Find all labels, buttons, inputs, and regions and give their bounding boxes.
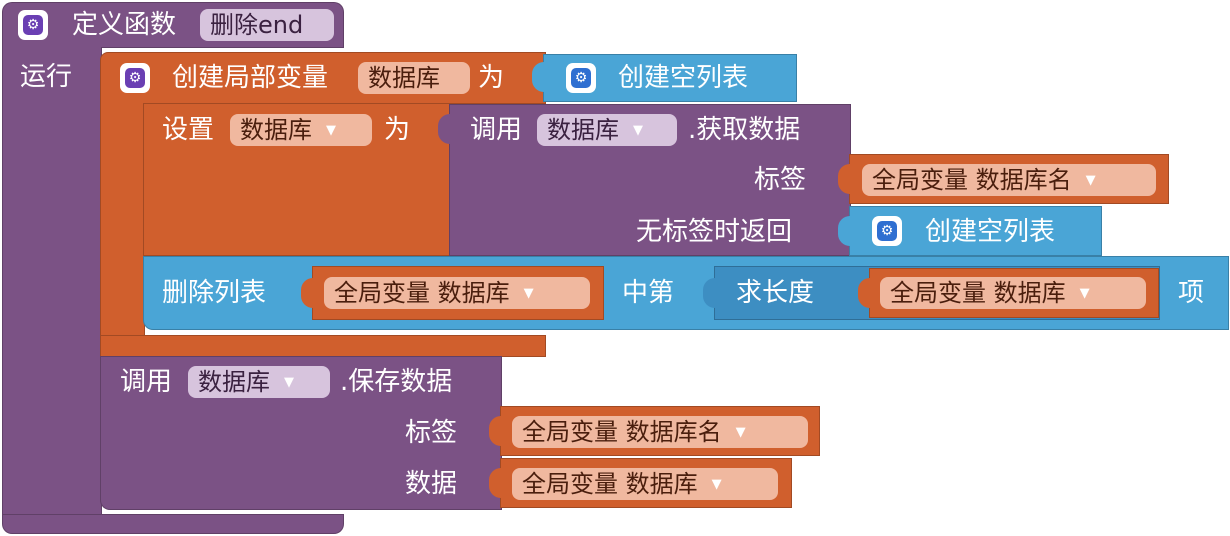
- get-call-label: 调用: [470, 115, 523, 145]
- create-empty-list-label: 创建空列表: [618, 63, 749, 93]
- length-arg-value: 全局变量 数据库: [890, 279, 1066, 307]
- dropdown-caret-icon: ▼: [1079, 286, 1090, 301]
- get-component-name: 数据库: [547, 116, 619, 144]
- store-tag-value: 全局变量 数据库名: [522, 418, 722, 446]
- store-tag-label: 标签: [405, 418, 458, 448]
- set-label: 设置: [162, 115, 215, 145]
- store-component-dropdown[interactable]: 数据库 ▼: [188, 366, 330, 398]
- connector-notch: [489, 468, 501, 498]
- store-value-value: 全局变量 数据库: [522, 470, 698, 498]
- set-to-label: 为: [384, 115, 411, 145]
- connector-notch: [703, 278, 715, 308]
- store-value-global-variable-dropdown[interactable]: 全局变量 数据库 ▼: [512, 468, 778, 500]
- gear-icon[interactable]: ⚙: [872, 216, 902, 246]
- set-variable-dropdown[interactable]: 数据库 ▼: [230, 114, 372, 146]
- gear-icon[interactable]: ⚙: [18, 10, 48, 40]
- get-default-value-label: 创建空列表: [925, 217, 1056, 247]
- local-variable-label: 创建局部变量: [172, 63, 329, 93]
- remove-list-global-variable-dropdown[interactable]: 全局变量 数据库 ▼: [324, 277, 590, 309]
- connector-notch: [438, 114, 450, 144]
- gear-icon[interactable]: ⚙: [120, 63, 150, 93]
- get-tag-global-variable-dropdown[interactable]: 全局变量 数据库名 ▼: [862, 164, 1156, 196]
- local-variable-name-field[interactable]: 数据库: [358, 62, 470, 94]
- dropdown-caret-icon: ▼: [1085, 173, 1096, 188]
- store-value-label: 数据: [405, 469, 458, 499]
- store-tag-global-variable-dropdown[interactable]: 全局变量 数据库名 ▼: [512, 416, 808, 448]
- dropdown-caret-icon: ▼: [284, 375, 294, 390]
- connector-notch: [838, 164, 850, 194]
- length-arg-global-variable-dropdown[interactable]: 全局变量 数据库 ▼: [880, 277, 1146, 309]
- remove-list-value: 全局变量 数据库: [334, 279, 510, 307]
- procedure-define-label: 定义函数: [72, 10, 177, 40]
- connector-notch: [858, 278, 870, 308]
- dropdown-caret-icon: ▼: [711, 477, 722, 492]
- dropdown-caret-icon: ▼: [326, 123, 336, 138]
- store-component-name: 数据库: [198, 368, 270, 396]
- connector-notch: [301, 278, 313, 308]
- local-variable-footer: [100, 335, 546, 357]
- dropdown-caret-icon: ▼: [735, 425, 746, 440]
- remove-item-label: 项: [1178, 278, 1205, 308]
- procedure-name-field[interactable]: 删除end: [200, 9, 334, 41]
- gear-icon[interactable]: ⚙: [566, 63, 596, 93]
- remove-index-label: 中第: [622, 278, 675, 308]
- get-method-label: .获取数据: [688, 115, 801, 145]
- local-variable-block[interactable]: [100, 52, 546, 104]
- store-call-label: 调用: [120, 367, 173, 397]
- get-component-dropdown[interactable]: 数据库 ▼: [537, 114, 677, 146]
- get-tag-value: 全局变量 数据库名: [872, 166, 1072, 194]
- connector-notch: [838, 216, 850, 246]
- get-default-label: 无标签时返回: [636, 217, 793, 247]
- connector-notch: [489, 416, 501, 446]
- connector-notch: [532, 62, 544, 92]
- remove-list-label: 删除列表: [162, 278, 267, 308]
- set-variable-name: 数据库: [240, 116, 312, 144]
- store-method-label: .保存数据: [340, 367, 453, 397]
- procedure-footer: [2, 514, 344, 534]
- local-variable-spine: [100, 103, 145, 353]
- procedure-body-spine: [2, 47, 102, 515]
- length-of-list-label: 求长度: [736, 278, 815, 308]
- procedure-do-label: 运行: [20, 62, 73, 92]
- dropdown-caret-icon: ▼: [523, 286, 534, 301]
- get-tag-label: 标签: [754, 165, 807, 195]
- local-variable-as-label: 为: [478, 63, 505, 93]
- dropdown-caret-icon: ▼: [633, 123, 643, 138]
